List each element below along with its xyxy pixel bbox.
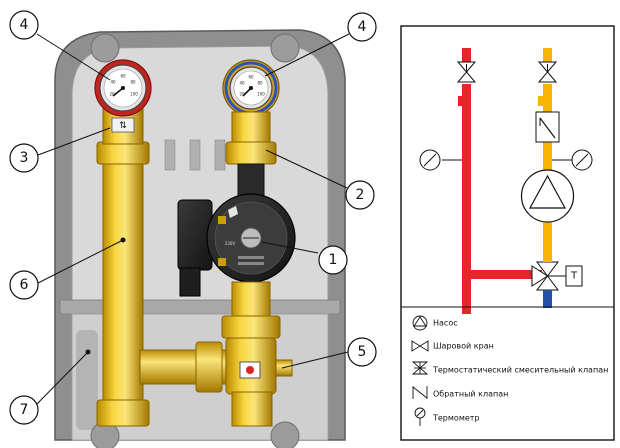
return-line-top	[543, 48, 552, 62]
callout-5: 5	[347, 337, 377, 367]
svg-text:40: 40	[110, 80, 116, 85]
callout-6: 6	[9, 270, 39, 300]
leader-dot	[85, 349, 91, 355]
mount-boss	[270, 33, 300, 63]
mixing-valve-top-nut	[221, 315, 281, 339]
callout-7: 7	[9, 395, 39, 425]
bypass-nut	[195, 341, 223, 393]
ball-valve-symbol-icon	[411, 340, 429, 352]
return-thermometer-icon	[552, 149, 593, 171]
legend-item-label: Насос	[433, 319, 458, 328]
mixing-valve-temp-label: T	[570, 271, 578, 282]
supply-line-nub	[458, 96, 462, 106]
legend-item-label: Термометр	[432, 414, 480, 423]
circulation-pump: 230V	[177, 193, 296, 297]
pump-schematic-icon	[520, 169, 575, 223]
callout-3: 3	[9, 143, 39, 173]
svg-text:40: 40	[239, 81, 245, 86]
supply-line-top	[462, 48, 471, 62]
pump-voltage-marking: 230V	[225, 241, 236, 246]
svg-text:5: 5	[358, 344, 367, 360]
left-pipe-nut-top	[96, 141, 150, 165]
legend-item-label: Шаровой кран	[433, 342, 494, 351]
svg-text:100: 100	[257, 92, 265, 97]
callout-2: 2	[345, 180, 375, 210]
svg-text:4: 4	[20, 17, 29, 33]
insulation-split-band	[59, 299, 341, 315]
hydraulic-schematic: T Насос Шаровой кран Терм	[400, 25, 615, 441]
svg-text:6: 6	[20, 277, 29, 293]
svg-text:60: 60	[120, 74, 126, 79]
supply-line	[462, 84, 471, 314]
thermometer-symbol-icon	[414, 407, 426, 426]
insulation-slot	[214, 139, 226, 171]
svg-text:80: 80	[257, 81, 263, 86]
cold-inlet-line	[543, 290, 552, 308]
mixing-valve-schematic-icon	[531, 261, 566, 291]
flow-arrows-mark: ⇅	[119, 121, 127, 131]
mount-boss	[90, 33, 120, 63]
mixing-valve-temp-box	[565, 265, 583, 287]
right-thermometer: 40 60 80 20 100	[222, 59, 280, 117]
svg-text:20: 20	[109, 92, 115, 97]
mixing-valve	[225, 337, 293, 427]
check-valve-symbol-icon	[412, 386, 428, 399]
legend-item-label: Термостатический смесительный клапан	[432, 366, 608, 375]
insulation-recess-left	[76, 330, 98, 430]
right-check-valve-nut	[225, 141, 277, 165]
pump-symbol-icon	[412, 315, 428, 331]
left-ball-valve-handle	[111, 117, 135, 133]
insulation-slot	[164, 139, 176, 171]
return-line-nub	[538, 96, 543, 106]
left-pipe-nut-bottom	[96, 399, 150, 427]
supply-line-cross	[462, 270, 542, 279]
return-line-lower	[543, 248, 552, 262]
callout-leaders	[35, 33, 350, 406]
schematic-frame	[400, 25, 615, 441]
svg-text:1: 1	[329, 252, 338, 268]
legend: Насос Шаровой кран Термостатический смес…	[411, 315, 608, 426]
pump-assembly-illustration: ⇅ 40 60 80 20 100 40 60 80 20 100	[9, 10, 377, 448]
callout-4-left: 4	[9, 10, 39, 40]
svg-text:2: 2	[356, 187, 365, 203]
svg-text:80: 80	[130, 80, 136, 85]
mixing-valve-symbol-icon	[411, 361, 429, 375]
svg-text:20: 20	[239, 92, 245, 97]
svg-text:3: 3	[20, 150, 29, 166]
svg-text:100: 100	[130, 92, 138, 97]
mount-boss	[270, 421, 300, 448]
svg-text:4: 4	[358, 19, 367, 35]
leader-dot	[120, 237, 126, 243]
supply-thermometer-icon	[419, 149, 462, 171]
svg-text:60: 60	[248, 75, 254, 80]
insulation-slot	[189, 139, 201, 171]
right-ball-valve-body	[231, 111, 271, 145]
legend-item-label: Обратный клапан	[433, 390, 508, 399]
pump-outlet-pipe	[231, 281, 271, 319]
left-thermometer: 40 60 80 20 100	[94, 59, 152, 117]
check-valve-icon	[535, 111, 560, 143]
left-pipe	[102, 149, 144, 421]
callout-1: 1	[318, 245, 348, 275]
callout-4-right: 4	[347, 12, 377, 42]
svg-text:7: 7	[20, 402, 29, 418]
